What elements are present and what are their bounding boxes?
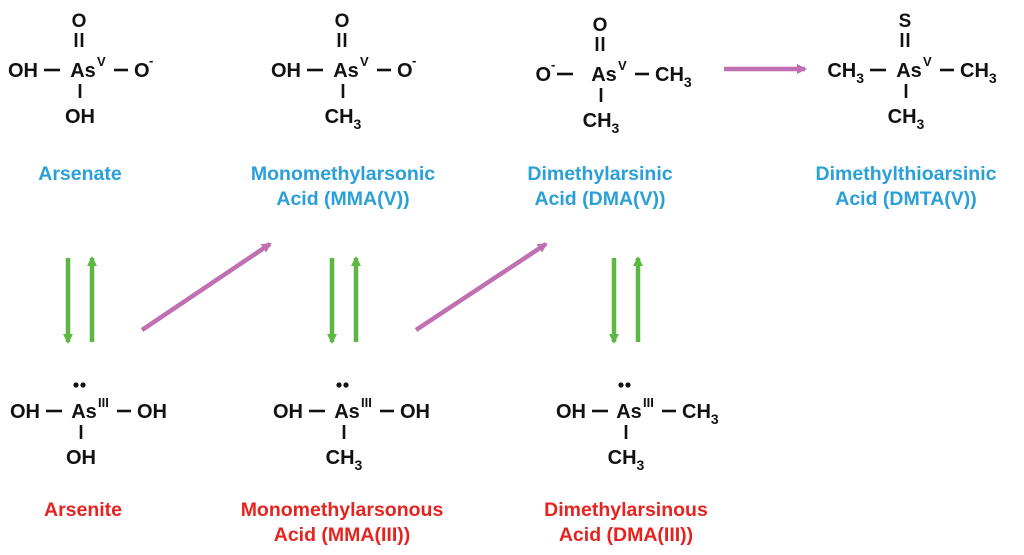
label-dma-iii-line1: Dimethylarsinous <box>544 499 708 521</box>
label-dma-v: Dimethylarsinic Acid (DMA(V)) <box>490 162 710 212</box>
label-arsenate: Arsenate <box>0 162 160 187</box>
arsenic-atom: As <box>334 401 360 423</box>
oxidation-state-superscript: III <box>98 395 109 410</box>
bottom-substituent: CH3 <box>888 106 925 132</box>
right-substituent: O <box>397 60 413 82</box>
double-bonded-o-atom: O <box>72 11 87 32</box>
label-mma-v-line1: Monomethylarsonic <box>250 163 436 185</box>
left-substituent: OH <box>273 401 303 423</box>
methylation-arrow-arsenite-to-mma-v <box>140 242 272 332</box>
methylation-arrow-line <box>140 242 272 332</box>
oxidation-state-superscript: III <box>643 395 654 410</box>
bottom-substituent: CH3 <box>583 110 620 136</box>
label-mma-iii-line2: Acid (MMA(III)) <box>273 524 411 546</box>
left-substituent: OH <box>8 60 38 82</box>
oxidation-state-superscript: V <box>618 58 627 73</box>
double-bonded-o-atom: O <box>335 11 350 32</box>
right-substituent: CH3 <box>682 401 719 427</box>
label-dmta-v-line1: Dimethylthioarsinic <box>815 163 997 185</box>
right-substituent: O <box>134 60 150 82</box>
arsenic-atom: As <box>896 60 922 82</box>
lone-pair-dot <box>336 382 342 388</box>
label-mma-iii: Monomethylarsonous Acid (MMA(III)) <box>204 498 480 548</box>
arsenic-atom: As <box>71 401 97 423</box>
bottom-substituent: OH <box>66 447 96 469</box>
label-dma-iii: Dimethylarsinous Acid (DMA(III)) <box>516 498 736 548</box>
right-substituent: CH3 <box>960 60 997 86</box>
lone-pair-dot <box>80 382 86 388</box>
oxidation-state-superscript: V <box>97 54 106 69</box>
label-mma-v-line2: Acid (MMA(V)) <box>276 188 410 210</box>
arsenic-atom: As <box>616 401 642 423</box>
lone-pair-dot <box>73 382 79 388</box>
right-substituent: OH <box>400 401 430 423</box>
methylation-arrow-mma-iii-to-dma-v <box>414 242 548 332</box>
redox-arrow-dma-v-to-dma-iii <box>609 256 643 344</box>
left-substituent: O <box>535 64 551 86</box>
left-charge: - <box>551 57 555 72</box>
left-substituent: CH3 <box>827 60 864 86</box>
redox-arrow-mma-v-to-mma-iii <box>327 256 361 344</box>
lone-pair-dot <box>625 382 631 388</box>
arsenic-atom: As <box>333 60 359 82</box>
label-mma-iii-line1: Monomethylarsonous <box>240 499 444 521</box>
label-dmta-v-line2: Acid (DMTA(V)) <box>835 188 977 210</box>
label-dmta-v: Dimethylthioarsinic Acid (DMTA(V)) <box>786 162 1024 212</box>
label-mma-v: Monomethylarsonic Acid (MMA(V)) <box>212 162 474 212</box>
label-dma-v-line2: Acid (DMA(V)) <box>534 188 666 210</box>
right-substituent: OH <box>137 401 167 423</box>
double-bonded-o-atom: O <box>593 15 608 36</box>
right-substituent: CH3 <box>655 64 692 90</box>
lone-pair-dot <box>618 382 624 388</box>
right-charge: - <box>412 53 416 68</box>
bottom-substituent: CH3 <box>608 447 645 473</box>
left-substituent: OH <box>10 401 40 423</box>
label-arsenite: Arsenite <box>0 498 166 523</box>
oxidation-state-superscript: V <box>923 54 932 69</box>
oxidation-state-superscript: III <box>361 395 372 410</box>
methylation-arrow-line <box>414 242 548 332</box>
label-arsenate-line1: Arsenate <box>38 163 122 185</box>
label-dma-v-line1: Dimethylarsinic <box>527 163 673 185</box>
label-dma-iii-line2: Acid (DMA(III)) <box>558 524 694 546</box>
redox-arrow-arsenate-to-arsenite <box>63 256 97 344</box>
bottom-substituent: CH3 <box>326 447 363 473</box>
label-arsenite-line1: Arsenite <box>43 499 123 521</box>
lone-pair-dot <box>343 382 349 388</box>
right-charge: - <box>149 53 153 68</box>
arrow-layer <box>63 64 807 344</box>
left-substituent: OH <box>556 401 586 423</box>
bottom-substituent: OH <box>65 106 95 128</box>
double-bonded-s-atom: S <box>899 11 912 32</box>
left-substituent: OH <box>271 60 301 82</box>
arsenic-atom: As <box>591 64 617 86</box>
arsenic-atom: As <box>70 60 96 82</box>
oxidation-state-superscript: V <box>360 54 369 69</box>
bottom-substituent: CH3 <box>325 106 362 132</box>
